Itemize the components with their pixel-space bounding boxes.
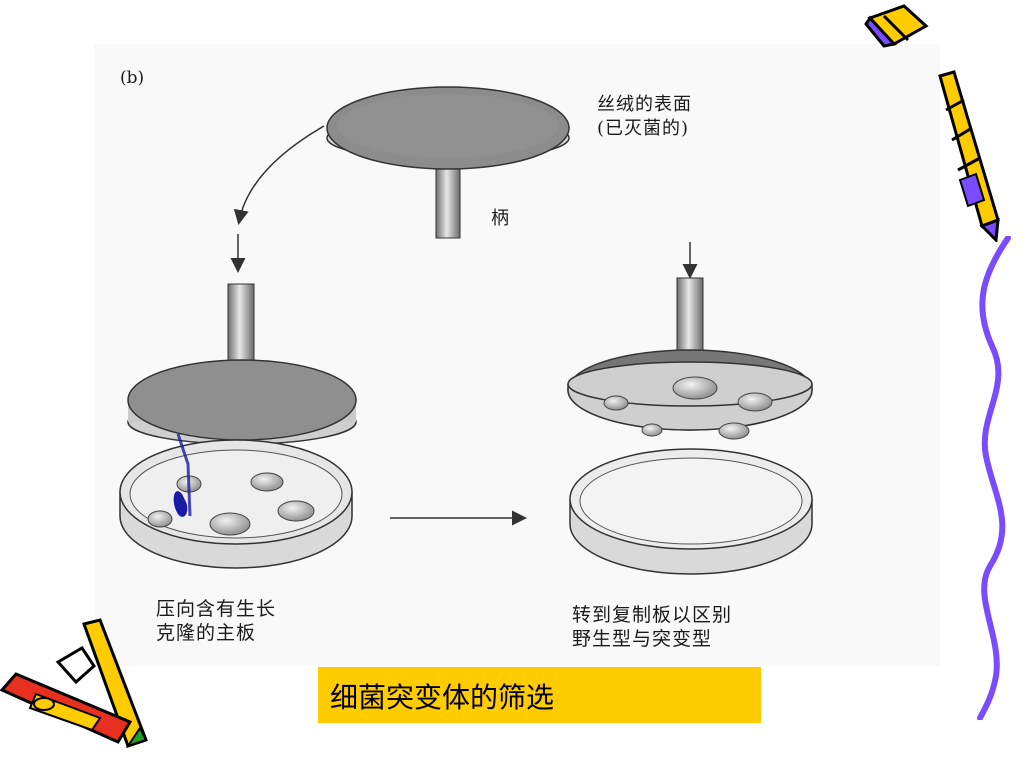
replica-plate-label-line2: 野生型与突变型	[572, 628, 713, 650]
replica-plate-label: 转到复制板以区别	[572, 604, 733, 626]
handle-label: 柄	[491, 208, 509, 229]
colony	[672, 376, 718, 400]
crayon-icon	[938, 70, 1000, 242]
colony	[209, 512, 251, 536]
curved-arrow	[233, 125, 325, 225]
velvet-surface-sterile-label: (已灭菌的)	[597, 118, 690, 139]
ink-blot	[173, 491, 188, 517]
colony	[250, 472, 284, 492]
wavy-line	[977, 236, 1011, 720]
caption-box: 细菌突变体的筛选	[318, 667, 761, 723]
pencil-icon	[0, 618, 148, 748]
master-plate-label-line2: 克隆的主板	[156, 622, 257, 644]
pencil-icon	[864, 4, 929, 48]
replica-plate	[569, 448, 813, 575]
replica-plating-diagram	[119, 86, 813, 575]
velvet-stamp-left	[127, 283, 357, 445]
master-plate-label: 压向含有生长	[156, 598, 277, 620]
velvet-surface-label: 丝绒的表面	[597, 94, 692, 115]
colony	[718, 422, 750, 440]
colony	[603, 395, 629, 411]
colony	[641, 423, 663, 437]
velvet-stamp-right	[567, 277, 813, 440]
colony	[737, 392, 773, 412]
velvet-stamp-top	[326, 86, 570, 239]
caption-title: 细菌突变体的筛选	[330, 681, 555, 714]
colony	[147, 510, 173, 528]
master-plate	[119, 433, 353, 569]
replica-plating-figure: (b) 丝绒的表面 (已灭菌的) 柄 压向含有生长 克隆的主板 转到复制板以区别…	[94, 44, 940, 666]
colony	[277, 500, 315, 522]
panel-label: (b)	[120, 68, 145, 88]
